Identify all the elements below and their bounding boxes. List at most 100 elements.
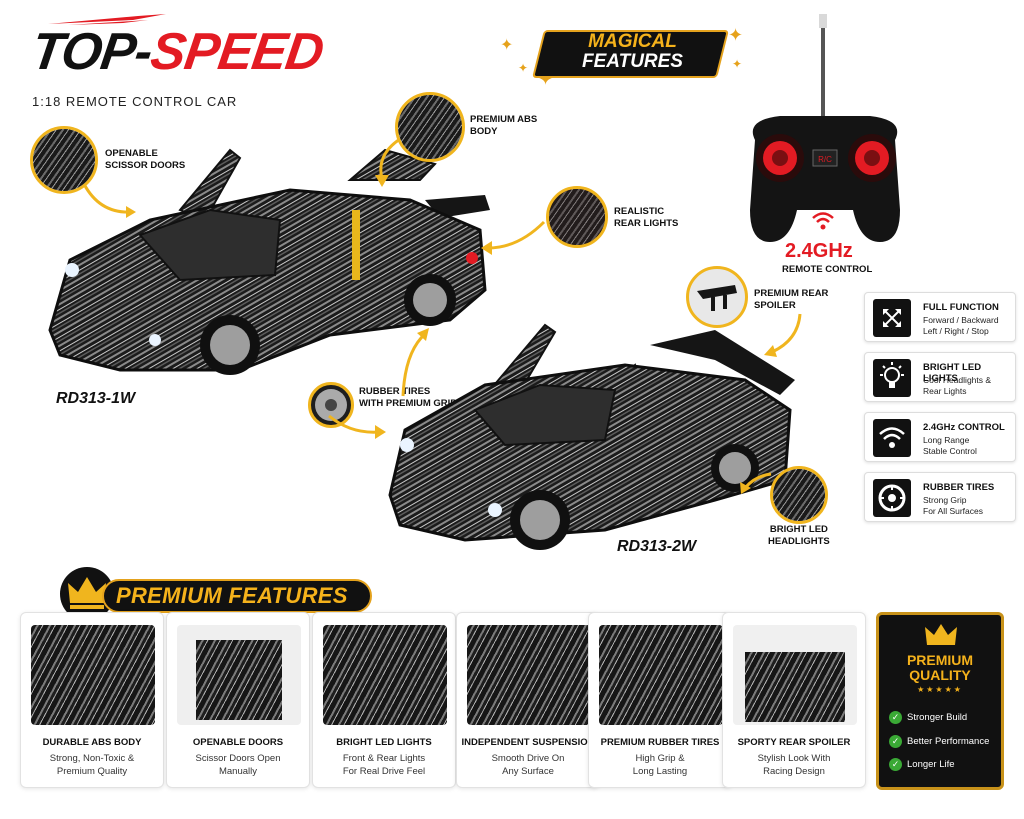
quality-item: ✓ Better Performance xyxy=(889,735,989,748)
function-card-2-4ghz: 2.4GHz CONTROL Long Range Stable Control xyxy=(864,412,1016,462)
feature-line: High Grip & xyxy=(635,753,685,764)
feature-line: Premium Quality xyxy=(56,766,128,777)
arrow-icon xyxy=(764,313,802,357)
feature-image-led-lights xyxy=(323,625,447,725)
tire-icon xyxy=(873,479,911,517)
sparkle-icon: ✦ xyxy=(728,25,744,45)
magical-line2: FEATURES xyxy=(582,51,683,72)
function-title: 2.4GHz CONTROL xyxy=(923,422,1005,433)
direction-arrows-icon xyxy=(873,299,911,337)
feature-tile-rear-spoiler: SPORTY REAR SPOILER Stylish Look With Ra… xyxy=(722,612,866,788)
premium-quality-title: PREMIUM QUALITY xyxy=(879,653,1001,683)
remote-controller-image: R/C xyxy=(750,14,900,242)
quality-title-line2: QUALITY xyxy=(909,667,971,683)
lightbulb-icon xyxy=(873,359,911,397)
brand-title-part1: TOP- xyxy=(27,23,156,81)
quality-title-line1: PREMIUM xyxy=(906,652,974,668)
feature-line: Long Lasting xyxy=(632,766,688,777)
feature-tile-suspension: INDEPENDENT SUSPENSION Smooth Drive On A… xyxy=(456,612,600,788)
quality-item-label: Longer Life xyxy=(907,759,955,771)
checkmark-icon: ✓ xyxy=(889,758,902,771)
function-card-led-lights: BRIGHT LED LIGHTS Cool Headlights & Rear… xyxy=(864,352,1016,402)
callout-led-headlights-label: BRIGHT LED HEADLIGHTS xyxy=(768,524,830,547)
brand-subtitle: 1:18 REMOTE CONTROL CAR xyxy=(32,94,238,109)
callout-rear-lights-image xyxy=(546,186,608,248)
checkmark-icon: ✓ xyxy=(889,711,902,724)
function-line: Stable Control xyxy=(923,446,977,456)
feature-line: Strong, Non-Toxic & xyxy=(49,753,135,764)
magical-features-badge: ✦ ✦ ✦ ✦ ✦ MAGICAL FEATURES xyxy=(480,18,750,88)
quality-item-label: Stronger Build xyxy=(907,712,968,724)
feature-title: INDEPENDENT SUSPENSION xyxy=(461,737,595,748)
feature-tile-rubber-tires: PREMIUM RUBBER TIRES High Grip & Long La… xyxy=(588,612,732,788)
model-label-car1: RD313-1W xyxy=(56,390,136,407)
checkmark-icon: ✓ xyxy=(889,735,902,748)
wireless-signal-icon xyxy=(812,212,834,230)
feature-image-abs-body xyxy=(31,625,155,725)
quality-item: ✓ Longer Life xyxy=(889,758,955,771)
callout-abs-body-image xyxy=(395,92,465,162)
remote-frequency-label: REMOTE CONTROL xyxy=(782,264,873,275)
function-line: Left / Right / Stop xyxy=(923,326,989,336)
function-title: BRIGHT LED LIGHTS xyxy=(923,362,982,384)
feature-tile-abs-body: DURABLE ABS BODY Strong, Non-Toxic & Pre… xyxy=(20,612,164,788)
function-card-rubber-tires: RUBBER TIRES Strong Grip For All Surface… xyxy=(864,472,1016,522)
brand-title: TOP-SPEED xyxy=(27,23,327,81)
feature-line: Stylish Look With xyxy=(757,753,831,764)
premium-features-title: PREMIUM FEATURES xyxy=(116,583,348,608)
feature-image-rubber-tires xyxy=(599,625,723,725)
remote-button-label: R/C xyxy=(818,155,832,164)
wifi-icon xyxy=(873,419,911,457)
sparkle-icon: ✦ xyxy=(518,61,529,75)
function-card-full-function: FULL FUNCTION Forward / Backward Left / … xyxy=(864,292,1016,342)
arrow-icon xyxy=(401,328,429,397)
arrow-icon xyxy=(481,220,546,255)
feature-image-suspension xyxy=(467,625,591,725)
quality-item: ✓ Stronger Build xyxy=(889,711,967,724)
feature-line: Any Surface xyxy=(502,766,554,777)
function-line: For All Surfaces xyxy=(923,506,983,516)
quality-item-label: Better Performance xyxy=(907,736,990,748)
function-title: FULL FUNCTION xyxy=(923,302,999,313)
car-rd313-1w-image xyxy=(48,148,490,375)
speed-swoosh-icon xyxy=(48,14,166,25)
car-rd313-2w-image xyxy=(388,323,795,550)
crown-icon xyxy=(60,567,114,621)
feature-line: For Real Drive Feel xyxy=(342,766,426,777)
feature-tile-openable-doors: OPENABLE DOORS Scissor Doors Open Manual… xyxy=(166,612,310,788)
callout-rear-spoiler-label: PREMIUM REAR SPOILER xyxy=(754,288,829,311)
feature-title: DURABLE ABS BODY xyxy=(42,737,142,748)
brand-logo: TOP-SPEED 1:18 REMOTE CONTROL CAR xyxy=(27,6,390,109)
function-line: Forward / Backward xyxy=(923,315,999,325)
feature-tile-led-lights: BRIGHT LED LIGHTS Front & Rear Lights Fo… xyxy=(312,612,456,788)
magical-line1: MAGICAL xyxy=(588,31,677,52)
callout-rubber-tires-label: RUBBER TIRES WITH PREMIUM GRIP xyxy=(359,386,457,409)
feature-title: SPORTY REAR SPOILER xyxy=(737,737,851,748)
feature-title: OPENABLE DOORS xyxy=(192,737,284,748)
star-rating-icon: ★★★★★ xyxy=(917,685,963,694)
spoiler-icon xyxy=(697,285,737,311)
callout-abs-body-label: PREMIUM ABS BODY xyxy=(470,114,538,137)
feature-image-rear-spoiler xyxy=(733,625,857,725)
feature-image-openable-doors xyxy=(177,625,301,725)
function-line: Long Range xyxy=(923,435,970,445)
remote-frequency: 2.4GHz xyxy=(785,240,853,262)
function-title: RUBBER TIRES xyxy=(923,482,995,493)
feature-title: BRIGHT LED LIGHTS xyxy=(336,737,432,748)
crown-icon xyxy=(925,624,957,645)
function-line: Cool Headlights & xyxy=(923,375,992,385)
brand-title-part2: SPEED xyxy=(147,23,327,81)
function-line: Strong Grip xyxy=(923,495,967,505)
arrow-icon xyxy=(740,472,772,494)
tire-icon xyxy=(315,389,347,421)
feature-line: Front & Rear Lights xyxy=(342,753,426,764)
sparkle-icon: ✦ xyxy=(732,57,743,71)
feature-line: Smooth Drive On xyxy=(491,753,565,764)
magical-title: MAGICAL FEATURES xyxy=(550,32,715,72)
feature-line: Scissor Doors Open xyxy=(195,753,281,764)
feature-line: Manually xyxy=(218,766,258,777)
callout-rubber-tires-image xyxy=(308,382,354,428)
callout-scissor-doors-label: OPENABLE SCISSOR DOORS xyxy=(105,148,186,171)
feature-line: Racing Design xyxy=(763,766,825,777)
arrow-icon xyxy=(82,183,136,218)
